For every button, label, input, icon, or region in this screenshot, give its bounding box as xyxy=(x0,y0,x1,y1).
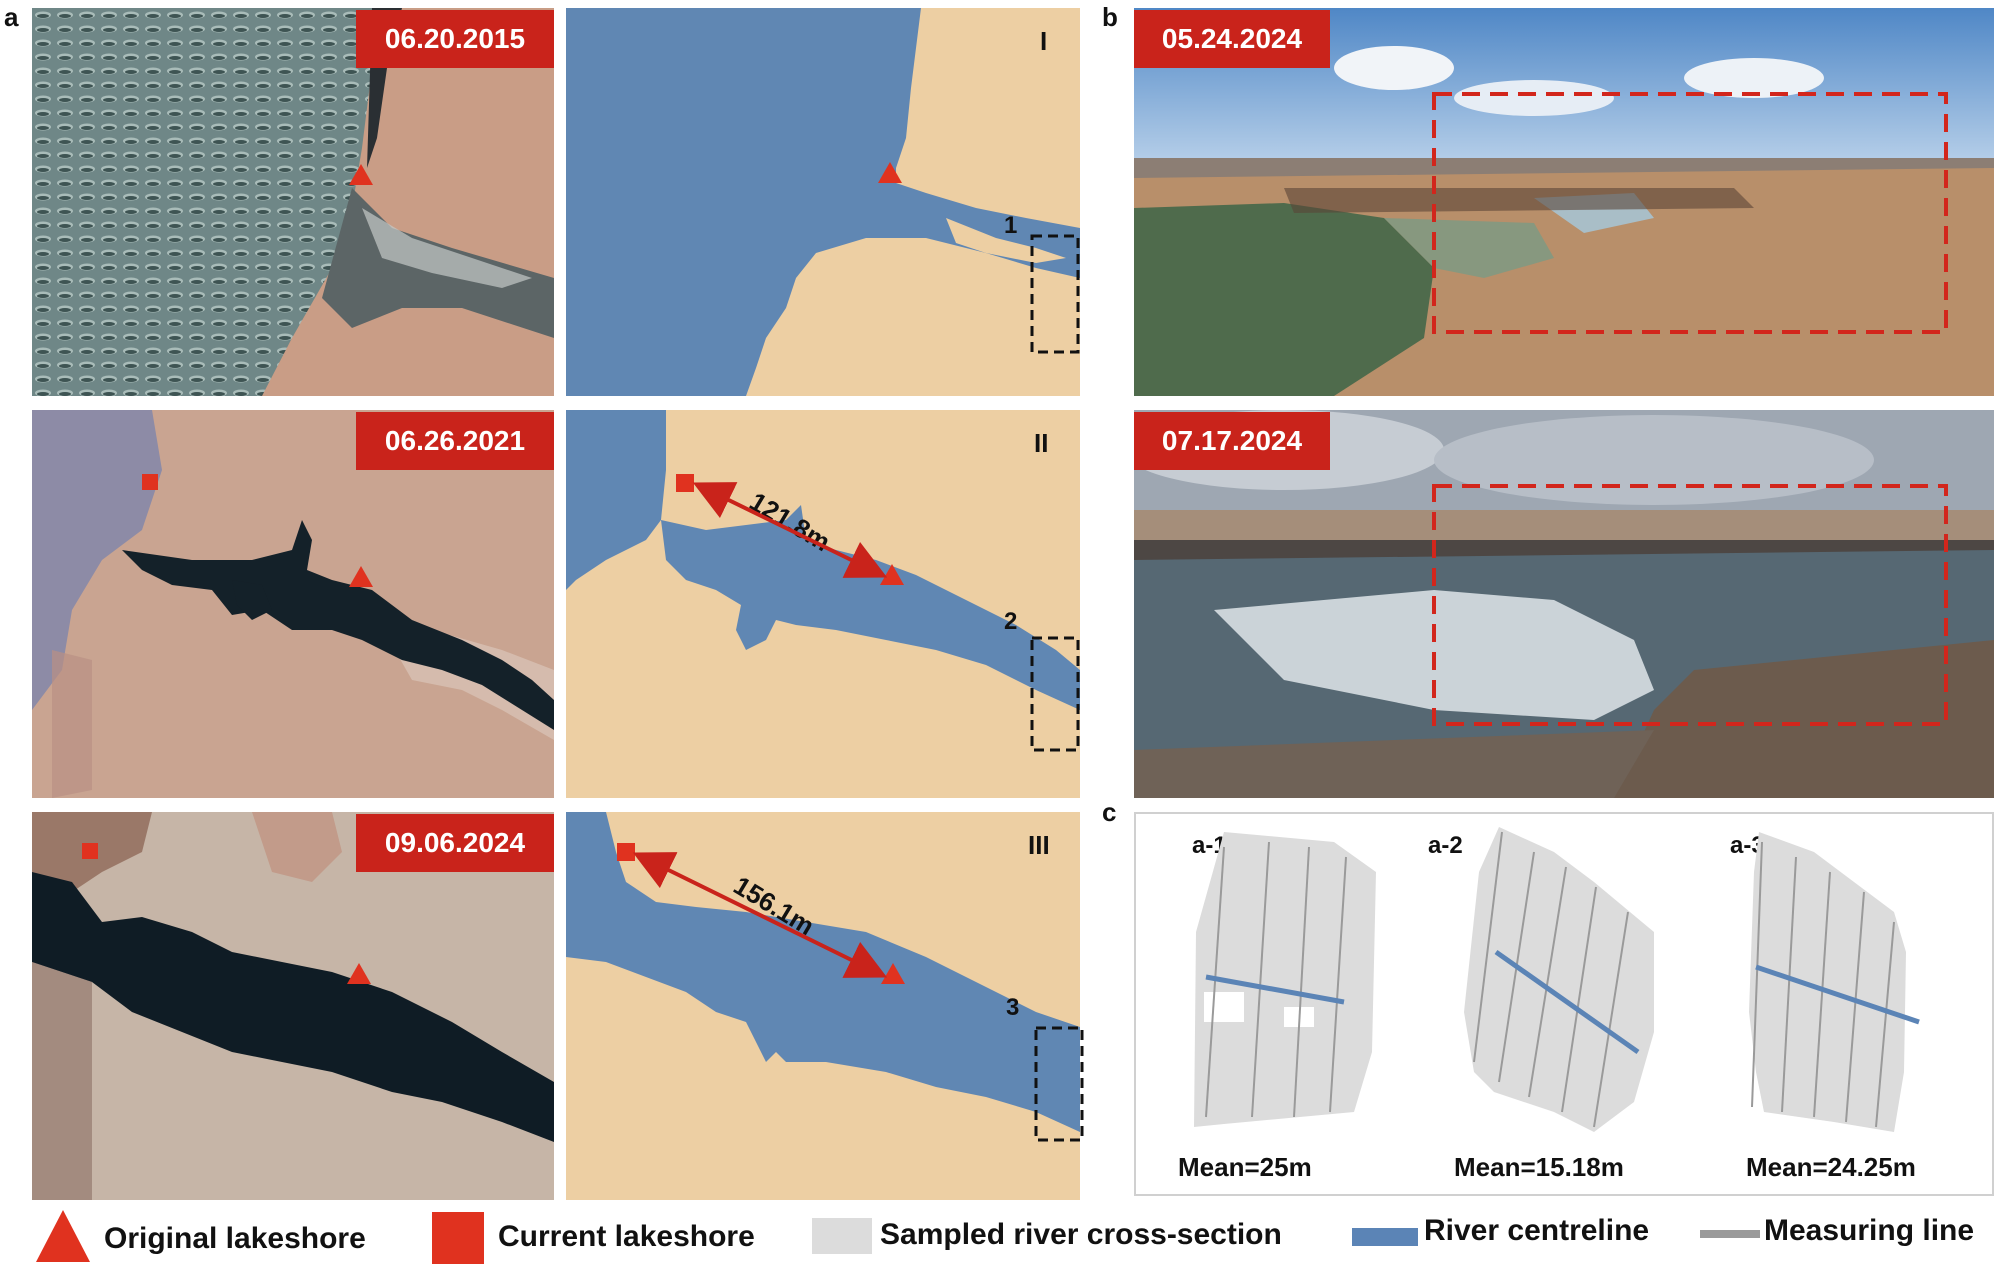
legend-measuring-line: Measuring line xyxy=(1764,1214,1975,1247)
original-lakeshore-marker xyxy=(347,963,371,984)
cross-section-mean-a-3: Mean=24.25m xyxy=(1746,1152,1916,1182)
study-box-number-3: 3 xyxy=(1006,994,1020,1021)
field-photo-2024-05 xyxy=(1134,8,1994,396)
cross-section-label-a-2: a-2 xyxy=(1428,832,1463,859)
current-lakeshore-marker xyxy=(142,474,158,490)
distance-arrow-2021 xyxy=(692,482,888,578)
current-lakeshore-marker xyxy=(676,474,694,492)
legend-river-centreline: River centreline xyxy=(1424,1214,1650,1247)
photo-date-badge-2024-07: 07.17.2024 xyxy=(1134,412,1330,470)
legend-original-lakeshore-icon xyxy=(36,1210,90,1262)
cross-section-a-3 xyxy=(1749,832,1920,1132)
highlight-box-2024-07 xyxy=(1432,484,1948,726)
satellite-date-badge-2024: 09.06.2024 xyxy=(356,814,554,872)
legend-measuring-line-icon xyxy=(1700,1230,1760,1238)
original-lakeshore-marker xyxy=(881,963,905,984)
cross-section-mean-a-2: Mean=15.18m xyxy=(1454,1152,1624,1182)
current-lakeshore-marker xyxy=(617,843,635,861)
legend-cross-section-icon xyxy=(812,1218,872,1254)
study-box-number-1: 1 xyxy=(1004,212,1018,239)
panel-letter-a: a xyxy=(4,2,19,32)
original-lakeshore-marker xyxy=(880,564,904,585)
satellite-marker-layer xyxy=(82,164,373,984)
legend-symbols xyxy=(36,1210,1760,1264)
satellite-image-2021 xyxy=(32,410,554,798)
cross-section-a-2 xyxy=(1464,827,1654,1132)
study-box-1 xyxy=(1030,234,1080,354)
satellite-image-2024 xyxy=(32,812,554,1200)
panel-letter-b: b xyxy=(1102,2,1118,32)
legend-centreline-icon xyxy=(1352,1228,1418,1246)
centreline-a-1 xyxy=(1205,974,1345,1005)
map-roman-numeral-I: I xyxy=(1040,26,1048,56)
highlight-box-2024-05 xyxy=(1432,92,1948,334)
satellite-date-badge-2021: 06.26.2021 xyxy=(356,412,554,470)
panel-letter-c: c xyxy=(1102,797,1117,827)
map-roman-numeral-III: III xyxy=(1028,830,1050,860)
satellite-image-2015 xyxy=(32,8,554,396)
centreline-a-3 xyxy=(1755,964,1920,1025)
study-box-number-2: 2 xyxy=(1004,608,1018,635)
legend-current-lakeshore-icon xyxy=(432,1212,484,1264)
cross-section-drawings xyxy=(1194,827,1920,1132)
photo-date-badge-2024-05: 05.24.2024 xyxy=(1134,10,1330,68)
photo-highlight-layer xyxy=(1432,92,1948,726)
study-box-3 xyxy=(1034,1026,1084,1142)
current-lakeshore-marker xyxy=(82,843,98,859)
satellite-date-badge-2015: 06.20.2015 xyxy=(356,10,554,68)
legend-sampled-cross-section: Sampled river cross-section xyxy=(880,1218,1282,1251)
legend-current-lakeshore: Current lakeshore xyxy=(498,1220,755,1253)
distance-arrow-2024 xyxy=(632,852,888,978)
study-box-2 xyxy=(1030,636,1080,752)
map-overlay-layer xyxy=(617,162,1084,1142)
original-lakeshore-marker xyxy=(349,164,373,185)
water-map-I xyxy=(566,8,1080,396)
cross-section-a-1 xyxy=(1194,832,1376,1127)
centreline-a-2 xyxy=(1494,949,1640,1055)
original-lakeshore-marker xyxy=(878,162,902,183)
original-lakeshore-marker xyxy=(349,566,373,587)
legend-original-lakeshore: Original lakeshore xyxy=(104,1222,366,1255)
cross-section-mean-a-1: Mean=25m xyxy=(1178,1152,1312,1182)
map-roman-numeral-II: II xyxy=(1034,428,1049,458)
